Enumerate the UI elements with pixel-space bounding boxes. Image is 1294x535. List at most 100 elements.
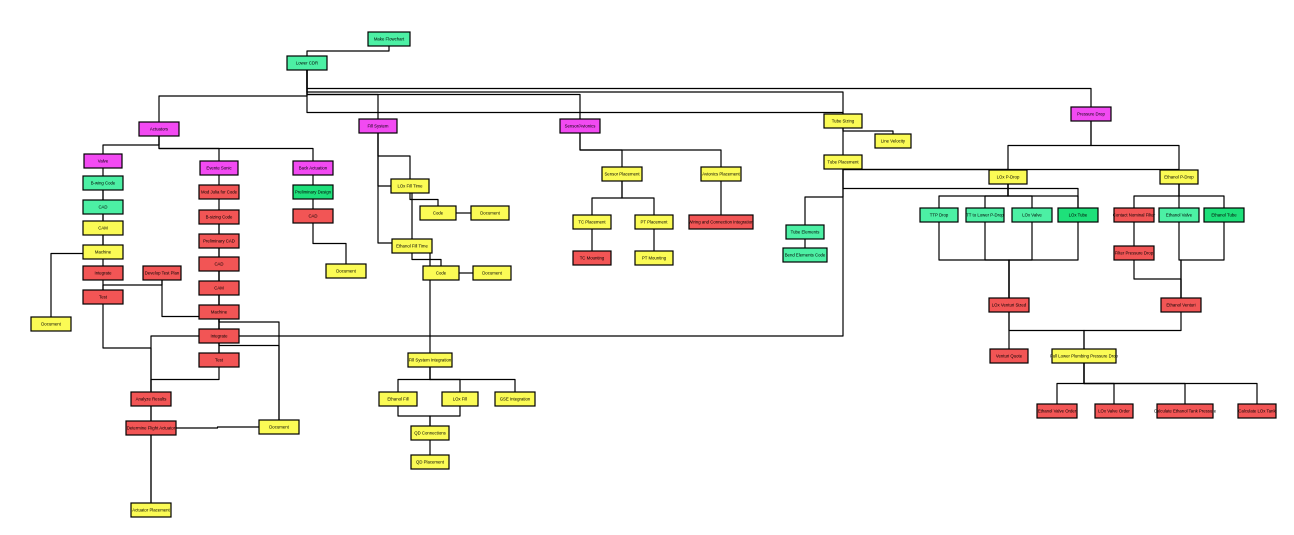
node-machine-valve[interactable]: Machine: [82, 244, 124, 260]
node-label: Wiring and Connection Integration: [689, 220, 755, 225]
node-label: TT to Lower P-Drop: [966, 213, 1004, 218]
node-tc-placement[interactable]: TC Placement: [572, 214, 612, 230]
node-document-lox[interactable]: Document: [470, 205, 510, 221]
node-label: Line Velocity: [881, 139, 906, 144]
node-box: [1160, 297, 1202, 313]
node-box: [634, 214, 674, 230]
node-label: Document: [482, 271, 502, 276]
node-code-eth[interactable]: Code: [422, 265, 460, 281]
node-qd-connections[interactable]: QD Connections: [410, 425, 450, 441]
node-label: GSE Integration: [500, 397, 531, 402]
node-cad-sonic[interactable]: CAD: [198, 256, 240, 272]
node-ethanol-valve-order[interactable]: Ethanol Valve Order: [1036, 403, 1078, 419]
node-preliminary-design[interactable]: Preliminary Design: [292, 184, 334, 200]
node-label: Document: [480, 211, 500, 216]
node-line-velocity[interactable]: Line Velocity: [874, 133, 912, 149]
node-lox-fill-time[interactable]: LOx Fill Time: [390, 178, 430, 194]
node-pressure-drop[interactable]: Pressure Drop: [1070, 106, 1112, 122]
node-sensor-placement[interactable]: Sensor Placement: [601, 166, 643, 182]
edge-cad-back-to-document-back: [312, 223, 347, 264]
node-box: [472, 265, 512, 281]
node-lower-cdr[interactable]: Lower CDR: [286, 55, 328, 71]
node-tube-elements[interactable]: Tube Elements: [785, 224, 825, 240]
node-cad-back[interactable]: CAD: [292, 208, 334, 224]
node-ethanol-valve[interactable]: Ethanol Valve: [1158, 207, 1200, 223]
node-machine-sonic[interactable]: Machine: [198, 304, 240, 320]
node-label: Ethanol Venturi: [1166, 303, 1195, 308]
node-label: Ethanol Fill: [387, 397, 408, 402]
node-bsizing-code[interactable]: B-sizing Code: [198, 209, 240, 225]
node-lox-valve-order[interactable]: LOx Valve Order: [1094, 403, 1134, 419]
node-cam-sonic[interactable]: CAM: [198, 280, 240, 296]
node-box: [823, 113, 863, 129]
node-test-sonic[interactable]: Test: [198, 352, 240, 368]
node-qd-placement[interactable]: QD Placement: [410, 454, 450, 470]
node-label: Preliminary CAD: [203, 239, 235, 244]
node-code-lox[interactable]: Code: [419, 205, 457, 221]
node-box: [30, 316, 72, 332]
node-back-actuation[interactable]: Back Actuation: [292, 160, 334, 176]
node-box: [82, 175, 124, 191]
node-contact-nominal-filter[interactable]: Contact Nominal Filter: [1113, 207, 1156, 223]
node-gse-integration[interactable]: GSE Integration: [494, 391, 536, 407]
node-valve[interactable]: Valve: [83, 153, 123, 169]
node-ethanol-pdrop[interactable]: Ethanol P-Drop: [1159, 169, 1199, 185]
node-bwing-code[interactable]: B-wing Code: [82, 175, 124, 191]
node-tube-placement[interactable]: Tube Placement: [823, 154, 863, 170]
node-analyze-results[interactable]: Analyze Results: [130, 391, 172, 407]
node-filter-pressure-drop[interactable]: Filter Pressure Drop: [1113, 245, 1155, 261]
node-develop-test-plan[interactable]: Develop Test Plan: [142, 265, 182, 281]
node-actuators[interactable]: Actuators: [138, 121, 180, 137]
node-integrate-sonic[interactable]: Integrate: [198, 328, 240, 344]
node-wiring-integration[interactable]: Wiring and Connection Integration: [688, 214, 755, 230]
node-box: [1051, 348, 1117, 364]
node-box: [198, 233, 240, 249]
node-tc-mounting[interactable]: TC Mounting: [572, 250, 612, 266]
node-fill-system-integration[interactable]: Fill System Integration: [407, 352, 453, 368]
node-pt-placement[interactable]: PT Placement: [634, 214, 674, 230]
node-bend-elements-code[interactable]: Bend Elements Code: [782, 247, 828, 263]
node-fill-system[interactable]: Fill System: [358, 118, 398, 134]
node-tt-lower-pdrop[interactable]: TT to Lower P-Drop: [965, 207, 1005, 223]
node-calc-lox-tank[interactable]: Calculate LOx Tank: [1237, 403, 1277, 419]
edge-ethanol-fill-time-to-code-eth: [411, 253, 442, 266]
node-avionics-placement[interactable]: Avionics Placement: [700, 166, 742, 182]
node-cad-valve[interactable]: CAD: [82, 199, 124, 215]
node-make-flowchart[interactable]: Make Flowchart: [367, 31, 411, 47]
node-box: [391, 238, 433, 254]
node-document-valve[interactable]: Document: [30, 316, 72, 332]
node-ethanol-fill[interactable]: Ethanol Fill: [378, 391, 418, 407]
node-ethanol-fill-time[interactable]: Ethanol Fill Time: [391, 238, 433, 254]
node-evente-sonic[interactable]: Evente Sonic: [199, 160, 239, 176]
edge-lox-pdrop-to-lox-tube: [1007, 184, 1079, 208]
node-integrate-valve[interactable]: Integrate: [82, 265, 124, 281]
node-document-back[interactable]: Document: [325, 263, 367, 279]
node-full-lower-plumbing[interactable]: Full Lower Plumbing Pressure Drop: [1050, 348, 1119, 364]
node-pt-mounting[interactable]: PT Mounting: [634, 250, 674, 266]
node-actuator-placement[interactable]: Actuator Placement: [130, 502, 172, 518]
node-lox-venturi-sized[interactable]: LOx Venturi Sized: [988, 297, 1030, 313]
node-cam-valve[interactable]: CAM: [82, 220, 124, 236]
node-venturi-quote[interactable]: Venturi Quote: [989, 348, 1029, 364]
node-preliminary-cad[interactable]: Preliminary CAD: [198, 233, 240, 249]
node-ttp-drop[interactable]: TTP Drop: [919, 207, 959, 223]
node-document-eth[interactable]: Document: [472, 265, 512, 281]
edge-tube-placement-to-lox-tube: [842, 169, 1079, 208]
node-box: [782, 247, 828, 263]
node-lox-tube[interactable]: LOx Tube: [1057, 207, 1099, 223]
node-lox-pdrop[interactable]: LOx P-Drop: [988, 169, 1028, 185]
node-lox-valve[interactable]: LOx Valve: [1011, 207, 1053, 223]
node-determine-flight[interactable]: Determine Flight Actuator: [125, 420, 177, 436]
node-ethanol-tube[interactable]: Ethanol Tube: [1203, 207, 1245, 223]
node-label: Machine: [211, 310, 228, 315]
node-calc-ethanol-tank[interactable]: Calculate Ethanol Tank Pressure: [1154, 403, 1217, 419]
node-test-valve[interactable]: Test: [82, 289, 124, 305]
node-tube-sizing[interactable]: Tube Sizing: [823, 113, 863, 129]
node-lox-fill[interactable]: LOx Fill: [441, 391, 479, 407]
node-box: [292, 184, 334, 200]
node-sensors-avionics[interactable]: Sensor/Avionics: [559, 118, 601, 134]
node-mod-julia[interactable]: Mod Julia for Code: [198, 184, 240, 200]
node-document-sonic[interactable]: Document: [258, 419, 300, 435]
node-ethanol-venturi[interactable]: Ethanol Venturi: [1160, 297, 1202, 313]
node-label: Document: [41, 322, 61, 327]
